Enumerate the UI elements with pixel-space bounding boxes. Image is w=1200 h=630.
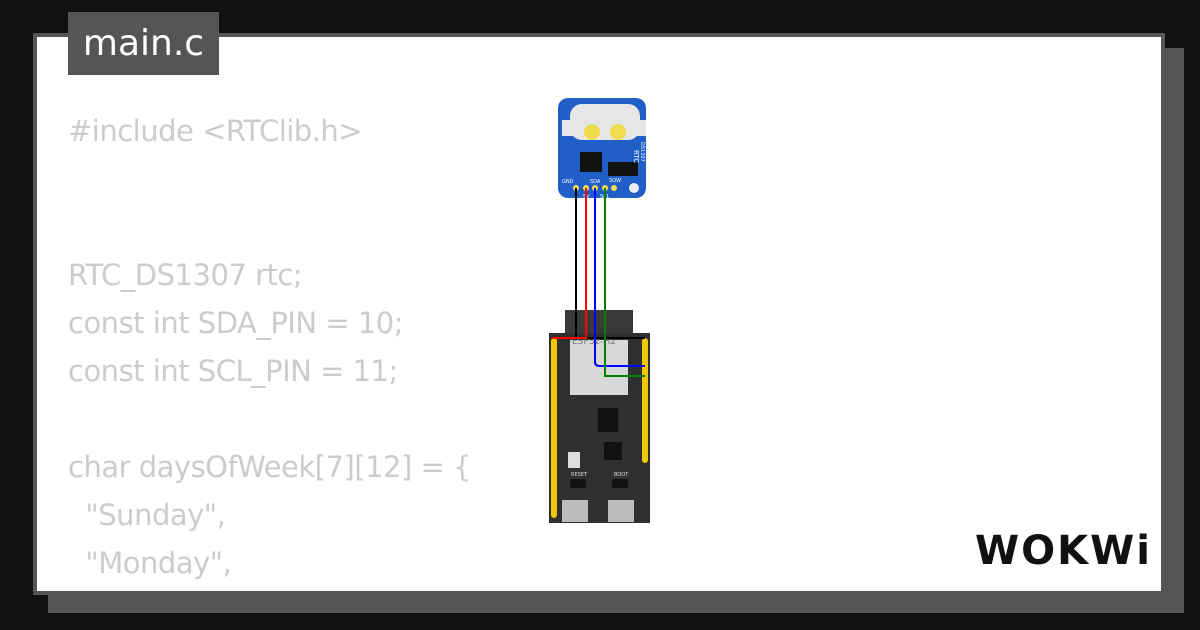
code-line: const int SCL_PIN = 11; — [68, 354, 398, 388]
code-preview: #include <RTClib.h> RTC_DS1307 rtc; const … — [68, 107, 471, 591]
wokwi-logo: WOKWi — [975, 528, 1152, 574]
rtc-label: RTC — [632, 150, 640, 163]
code-line — [68, 395, 471, 443]
esp32-board: ESP32-H2 RESET BOOT — [549, 310, 650, 523]
reset-button[interactable] — [570, 479, 586, 488]
boot-button-label: BOOT — [614, 472, 629, 478]
code-line — [68, 155, 471, 203]
code-line: "Monday", — [68, 546, 232, 580]
rtc-chip-label: DS1307 — [639, 142, 645, 162]
code-line: #include <RTClib.h> — [68, 114, 363, 148]
wires — [552, 188, 645, 377]
code-line — [68, 203, 471, 251]
code-line: const int SDA_PIN = 10; — [68, 306, 403, 340]
code-line: "Sunday", — [68, 498, 226, 532]
circuit-diagram: RTC DS1307 GND 5V SDA SCL SQW ESP32-H2 R… — [549, 98, 650, 523]
reset-button-label: RESET — [571, 472, 588, 478]
rtc-pin-label-sda: SDA — [590, 179, 601, 185]
code-line: "Tuesday", — [68, 587, 471, 591]
code-line: RTC_DS1307 rtc; — [68, 258, 303, 292]
code-line: char daysOfWeek[7][12] = { — [68, 450, 471, 484]
boot-button[interactable] — [612, 479, 628, 488]
file-tab: main.c — [68, 12, 219, 75]
rtc-pin-label-sqw: SQW — [609, 178, 621, 184]
rtc-module: RTC DS1307 GND 5V SDA SCL SQW — [558, 98, 646, 200]
rtc-pin-label-gnd: GND — [562, 179, 574, 185]
